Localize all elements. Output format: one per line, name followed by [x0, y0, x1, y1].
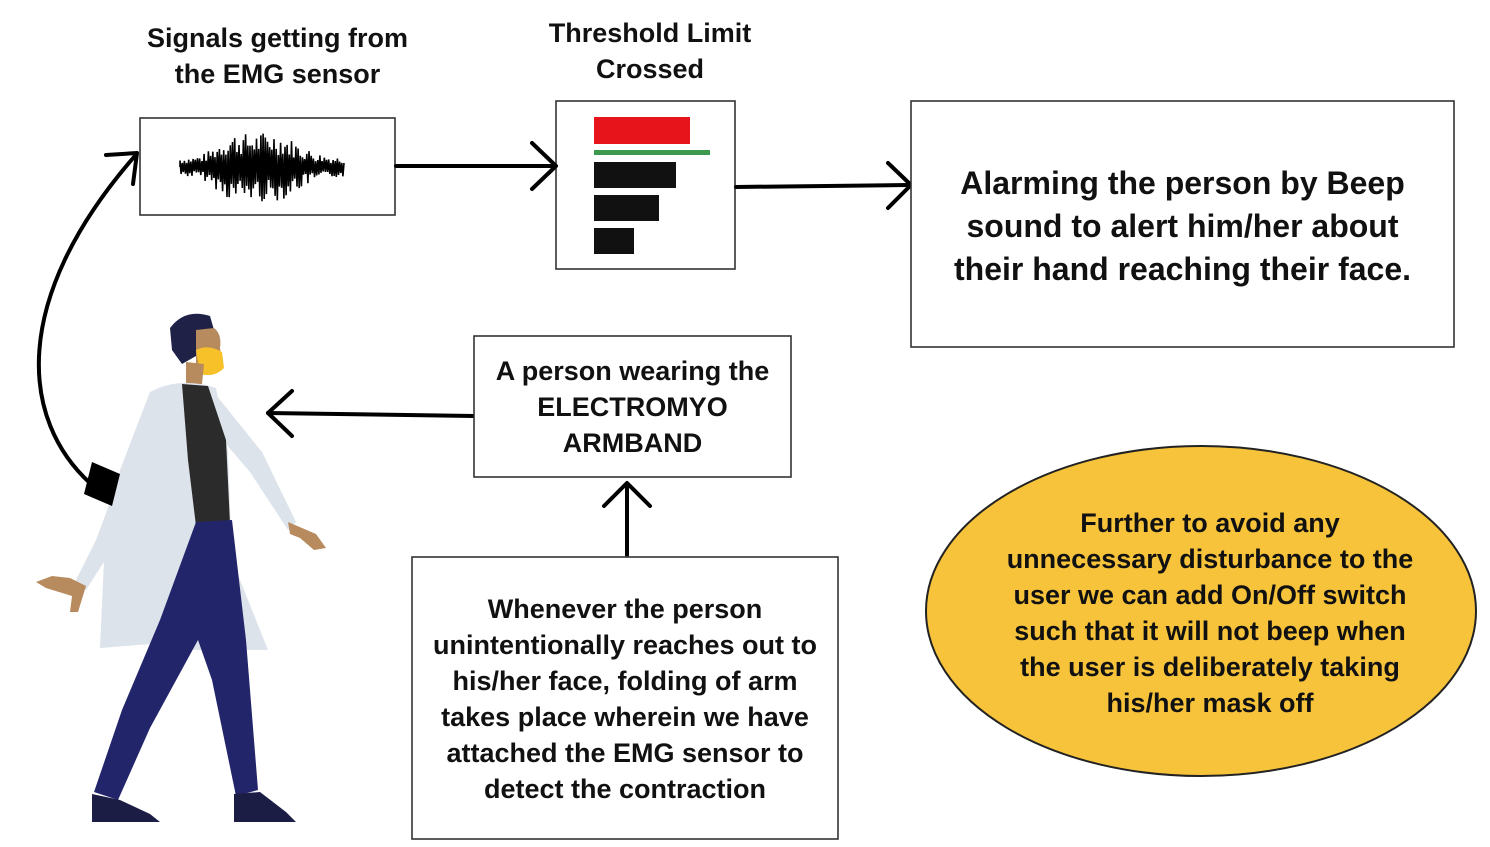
person-shoe2	[234, 792, 296, 822]
arrow-threshold-to-alarm	[734, 161, 913, 210]
armband-text: A person wearing the ELECTROMYO ARMBAND	[495, 356, 770, 458]
person-fronthand	[36, 576, 86, 612]
signal-level-bar	[594, 228, 634, 254]
person-neck	[186, 362, 204, 384]
person-frontarm	[74, 396, 168, 590]
person-pants	[94, 520, 258, 800]
person-shirt	[182, 384, 230, 526]
threshold-limit-line	[594, 150, 710, 155]
signal-level-bar	[594, 162, 676, 188]
arrow-armband-to-sensor	[36, 151, 139, 486]
threshold-caption: Threshold Limit Crossed	[548, 18, 752, 84]
person-hair	[170, 313, 214, 364]
emg-armband-icon	[84, 462, 120, 506]
note-text: Further to avoid any unnecessary disturb…	[1006, 508, 1414, 718]
armband-box	[473, 335, 792, 478]
arrow-sensor-to-threshold	[394, 141, 558, 191]
person-shoe1	[92, 794, 160, 822]
alarm-box	[910, 100, 1455, 348]
emg-waveform-icon	[179, 133, 345, 202]
alarm-text: Alarming the person by Beep sound to ale…	[954, 165, 1411, 287]
trigger-box	[411, 556, 839, 840]
signal-level-bar	[594, 195, 659, 221]
note-ellipse	[925, 445, 1477, 777]
sensor-caption: Signals getting from the EMG sensor	[146, 23, 408, 89]
arrow-trigger-to-armband	[602, 481, 652, 557]
threshold-exceeded-bar	[594, 117, 690, 144]
trigger-text: Whenever the person unintentionally reac…	[432, 594, 818, 804]
person-backhand	[288, 522, 326, 550]
person-illustration	[36, 313, 326, 822]
arrow-armband-to-person	[266, 389, 476, 438]
person-backarm	[212, 390, 296, 530]
